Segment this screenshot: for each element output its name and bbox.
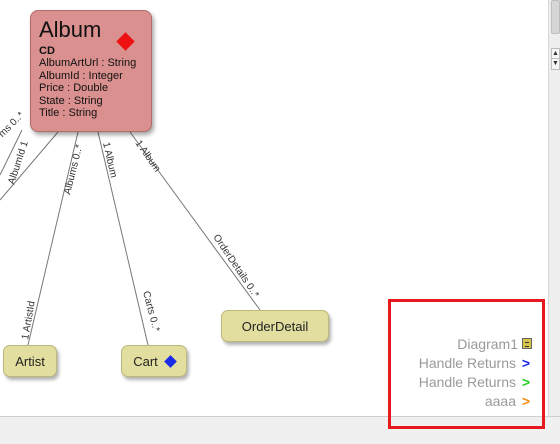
artist-node[interactable]: Artist <box>3 345 57 377</box>
chevron-right-icon: > <box>521 373 531 390</box>
chevron-right-icon: > <box>521 392 531 409</box>
album-attribute: Title : String <box>39 107 98 119</box>
legend-item-handle-returns-blue[interactable]: Handle Returns > <box>400 353 532 372</box>
orderdetail-node-label: OrderDetail <box>241 318 309 334</box>
connector-album-cart[interactable] <box>97 131 149 346</box>
connector-album-left-1[interactable] <box>0 129 23 176</box>
connector-label: 1 Album <box>133 138 163 174</box>
album-attribute: AlbumArtUrl : String <box>39 57 137 69</box>
album-attribute: State : String <box>39 94 103 107</box>
diagram-canvas[interactable]: ms 0..* AlbumId 1 Albums 0..* 1 Album 1 … <box>0 0 548 416</box>
scrollbar-thumb[interactable] <box>551 0 560 34</box>
album-stereotype: CD <box>39 45 55 57</box>
legend-label: Handle Returns <box>418 354 516 371</box>
legend-item-diagram1[interactable]: Diagram1 <box>400 334 532 353</box>
connector-layer: ms 0..* AlbumId 1 Albums 0..* 1 Album 1 … <box>0 110 262 346</box>
album-title: Album <box>39 17 102 42</box>
connector-label: 1 ArtistId <box>20 300 38 340</box>
connector-album-artist[interactable] <box>27 131 79 346</box>
connector-album-orderdetail[interactable] <box>129 131 261 311</box>
connector-label: Albums 0..* <box>62 143 85 195</box>
cart-node-label: Cart <box>133 353 158 369</box>
artist-node-label: Artist <box>15 353 45 369</box>
connector-label: AlbumId 1 <box>6 139 31 186</box>
legend-item-aaaa[interactable]: aaaa > <box>400 391 532 410</box>
orderdetail-node[interactable]: OrderDetail <box>221 310 329 342</box>
album-attribute: Price : Double <box>39 82 109 94</box>
album-entity-node[interactable]: Album CD AlbumArtUrl : String AlbumId : … <box>30 10 152 132</box>
vertical-scrollbar[interactable]: ▲ ▼ <box>548 0 560 416</box>
album-attribute: AlbumId : Integer <box>39 69 123 82</box>
horizontal-scrollbar[interactable] <box>0 416 560 444</box>
legend-item-handle-returns-green[interactable]: Handle Returns > <box>400 372 532 391</box>
diagram-icon <box>522 338 532 349</box>
legend-label: Handle Returns <box>418 373 516 390</box>
legend-label: Diagram1 <box>457 335 518 352</box>
cart-node[interactable]: Cart <box>121 345 187 377</box>
scroll-down-button[interactable]: ▼ <box>551 58 560 70</box>
connector-label: 1 Album <box>100 141 119 179</box>
connector-album-left-2[interactable] <box>0 131 59 201</box>
diagram-legend: Diagram1 Handle Returns > Handle Returns… <box>400 334 532 410</box>
connector-label: OrderDetails 0..* <box>211 233 262 301</box>
legend-label: aaaa <box>484 392 516 409</box>
chevron-right-icon: > <box>521 354 531 371</box>
connector-label: ms 0..* <box>0 110 27 140</box>
blue-diamond-icon <box>163 354 177 368</box>
